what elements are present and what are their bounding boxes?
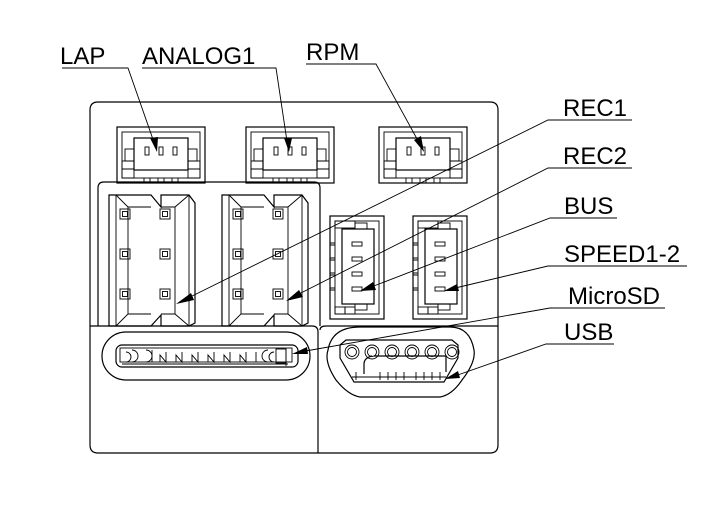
leader-rec1	[176, 119, 632, 304]
connector-analog1	[245, 126, 335, 184]
connector-bus	[329, 215, 385, 320]
label-rec1: REC1	[563, 95, 627, 122]
leader-usb	[445, 343, 614, 379]
leader-microsd	[292, 307, 665, 354]
leader-rpm	[306, 63, 424, 152]
housing-outline	[89, 101, 499, 454]
connector-lap	[116, 126, 206, 184]
label-analog1: ANALOG1	[142, 43, 255, 70]
lower-panel	[90, 325, 319, 453]
label-speed: SPEED1-2	[564, 241, 680, 268]
label-usb: USB	[564, 319, 613, 346]
connector-microsd	[101, 331, 311, 381]
label-lap: LAP	[60, 43, 105, 70]
servo-panel	[97, 181, 321, 326]
label-bus: BUS	[564, 193, 613, 220]
connector-rec1	[108, 194, 196, 327]
connector-rec2	[221, 194, 309, 327]
leader-rec2	[286, 167, 632, 301]
label-microsd: MicroSD	[568, 283, 660, 310]
label-rec2: REC2	[563, 143, 627, 170]
leader-analog1	[142, 67, 292, 152]
connector-usb	[326, 326, 475, 398]
leader-bus	[360, 217, 617, 291]
leader-speed	[444, 265, 687, 291]
leader-lap	[62, 67, 158, 152]
right-lower-panel	[319, 325, 498, 331]
connector-speed	[412, 215, 468, 320]
connector-rpm	[378, 126, 468, 184]
label-rpm: RPM	[306, 39, 359, 66]
